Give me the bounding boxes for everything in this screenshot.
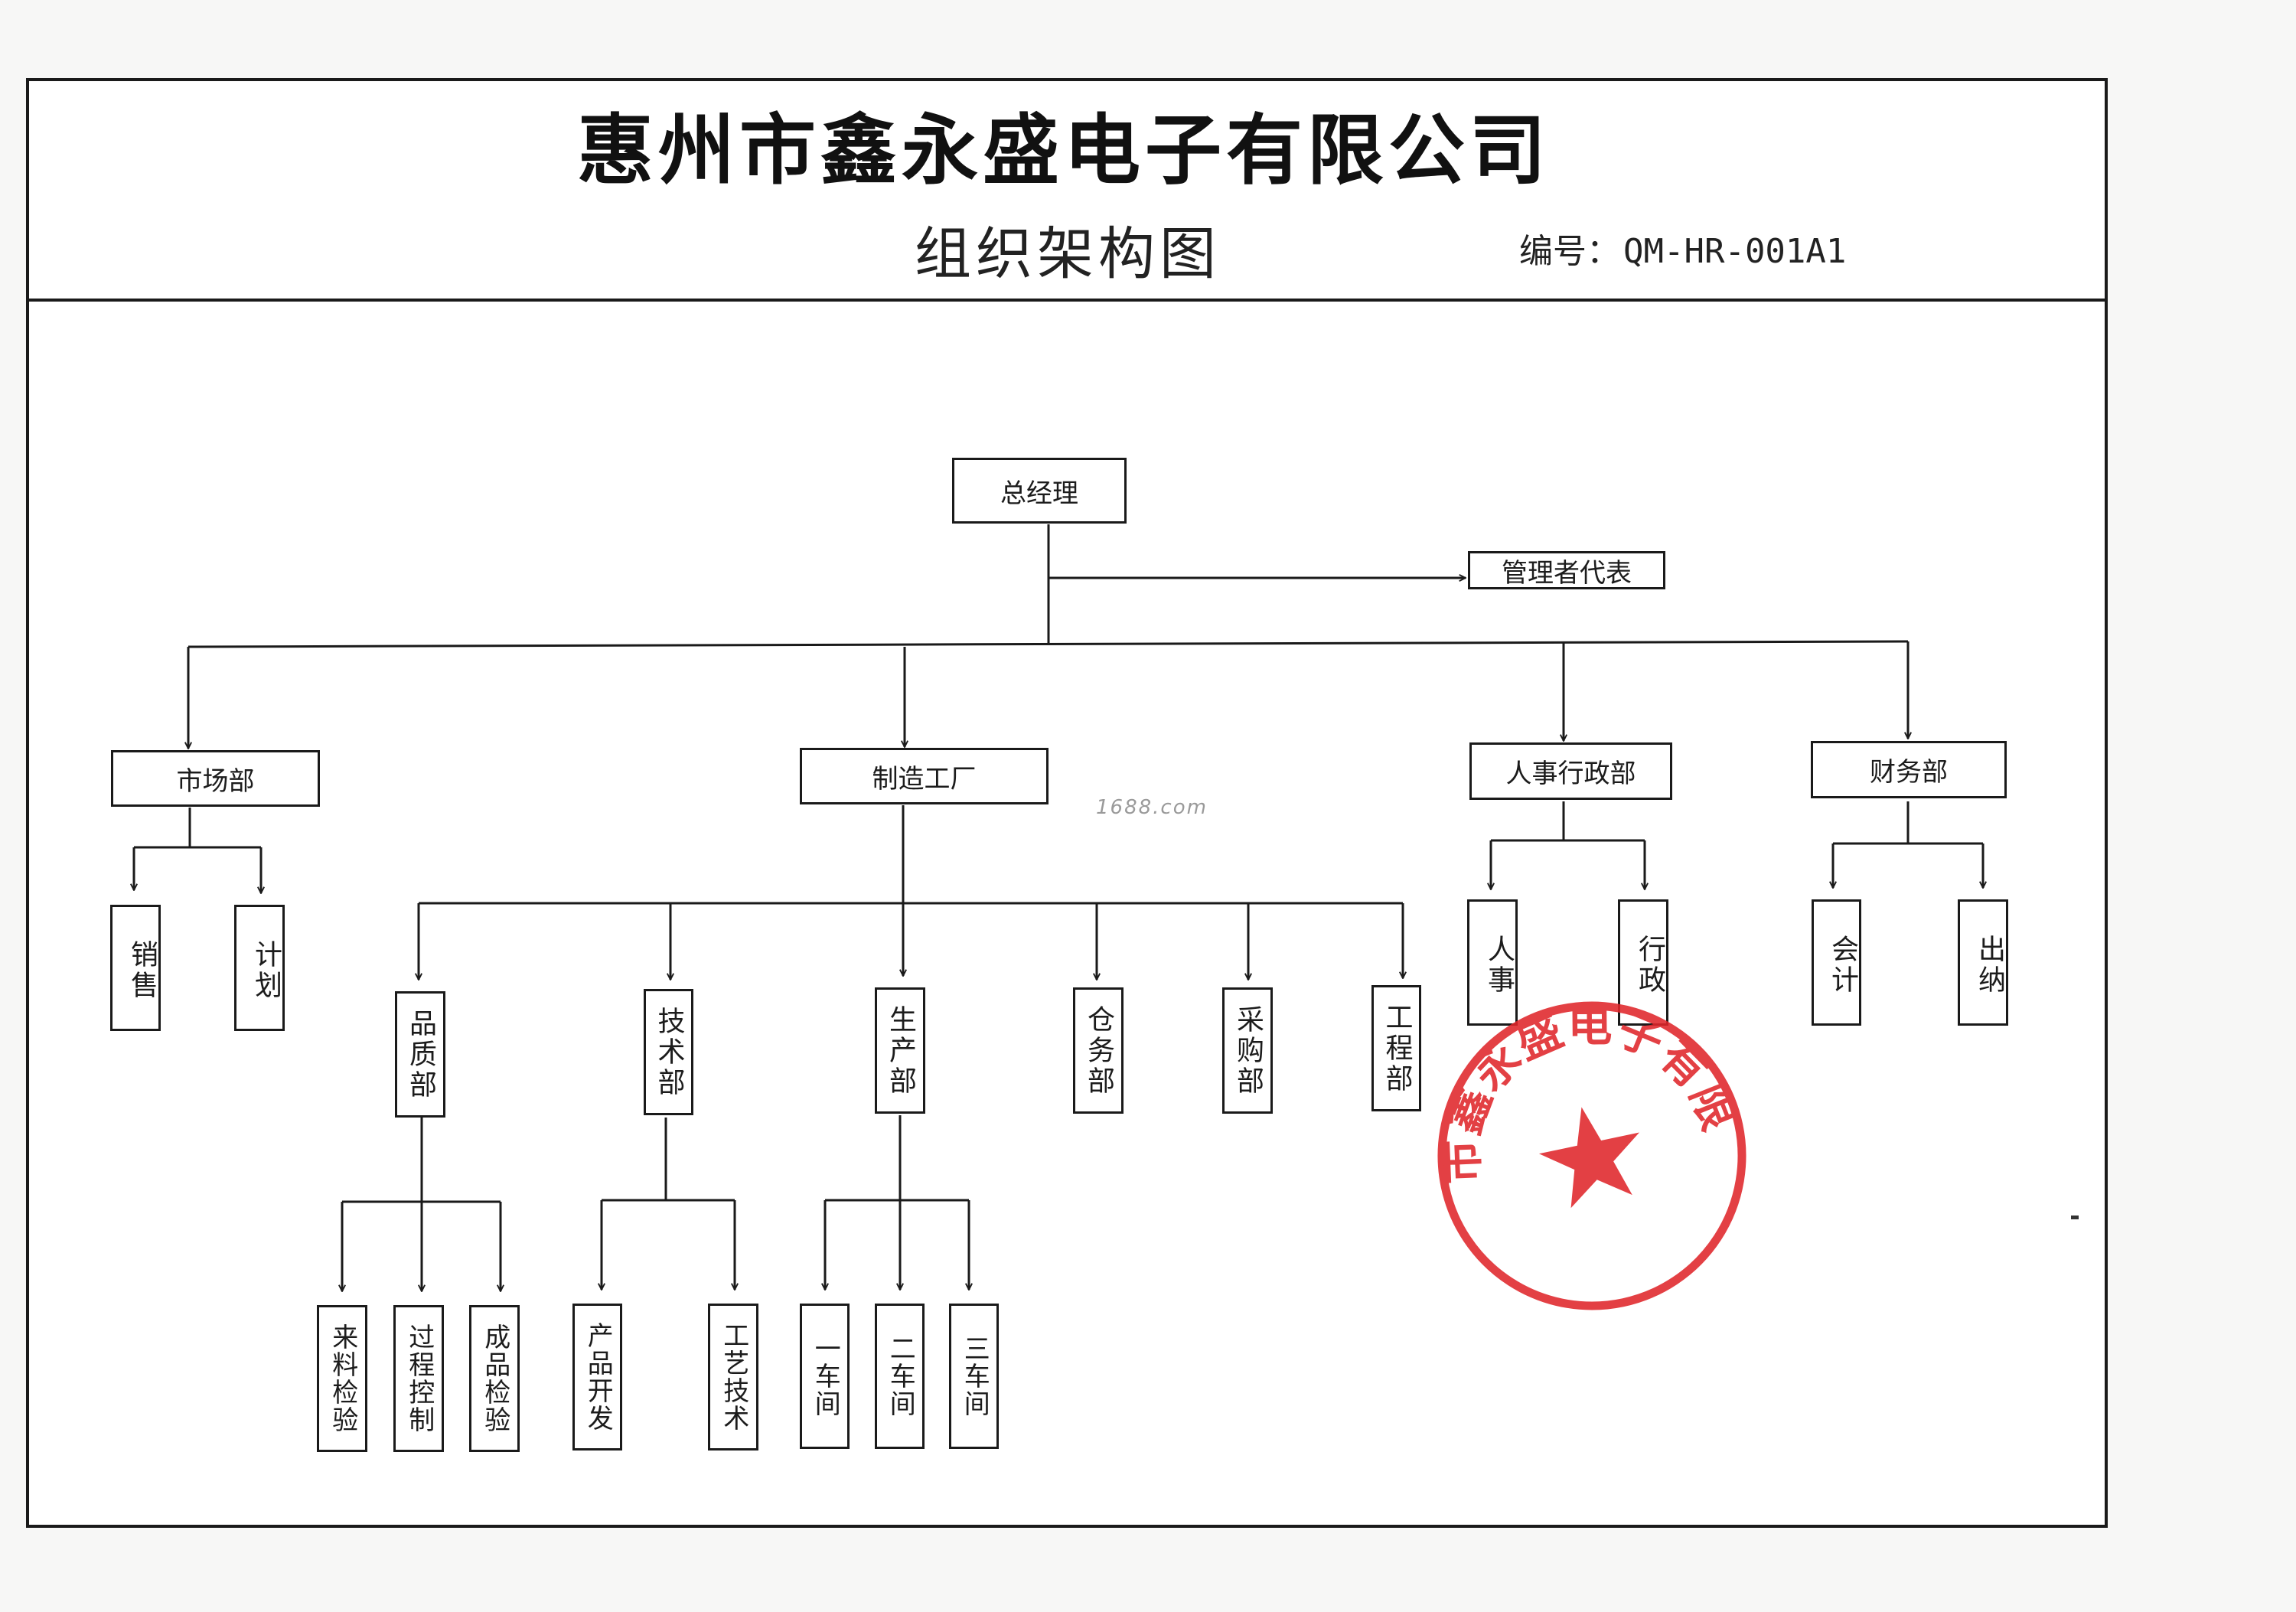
box-workshop-1: 一车间 xyxy=(800,1304,850,1449)
box-hr-admin-dept: 人事行政部 xyxy=(1469,742,1672,800)
company-seal-stamp: 惠州市鑫永盛电子有限公司 xyxy=(1401,965,1747,1310)
box-product-development: 产品开发 xyxy=(572,1304,622,1450)
seal-star-icon xyxy=(1538,1107,1640,1209)
box-accounting: 会计 xyxy=(1812,899,1861,1026)
document-number: 编号：QM-HR-001A1 xyxy=(1519,224,1846,272)
box-process-control: 过程控制 xyxy=(393,1305,444,1452)
document-number-value: QM-HR-001A1 xyxy=(1623,232,1847,271)
box-planning: 计划 xyxy=(234,905,285,1031)
header-divider xyxy=(26,299,2108,302)
box-management-representative: 管理者代表 xyxy=(1468,551,1665,589)
watermark: 1688.com xyxy=(1096,796,1208,819)
box-quality-dept: 品质部 xyxy=(395,991,445,1118)
box-sales: 销售 xyxy=(110,905,161,1031)
box-workshop-2: 二车间 xyxy=(875,1304,925,1449)
box-general-manager: 总经理 xyxy=(952,458,1127,524)
company-name: 惠州市鑫永盛电子有限公司 xyxy=(577,106,1551,195)
box-workshop-3: 三车间 xyxy=(949,1304,999,1449)
box-manufacturing-factory: 制造工厂 xyxy=(800,748,1049,804)
box-cashier: 出纳 xyxy=(1958,899,2008,1026)
box-purchasing-dept: 采购部 xyxy=(1222,987,1273,1114)
box-production-dept: 生产部 xyxy=(875,987,925,1114)
box-final-inspection: 成品检验 xyxy=(469,1305,520,1452)
box-process-technology: 工艺技术 xyxy=(708,1304,758,1450)
box-warehouse-dept: 仓务部 xyxy=(1073,987,1124,1114)
document-number-label: 编号： xyxy=(1519,232,1620,271)
document-frame xyxy=(26,78,2108,1528)
box-administration: 行政 xyxy=(1618,899,1668,1026)
chart-title: 组织架构图 xyxy=(915,221,1221,287)
box-finance-dept: 财务部 xyxy=(1811,741,2007,798)
scan-artifact xyxy=(2071,1216,2079,1219)
box-technology-dept: 技术部 xyxy=(644,989,693,1115)
box-market-dept: 市场部 xyxy=(111,750,320,807)
box-engineering-dept: 工程部 xyxy=(1371,985,1421,1111)
box-personnel: 人事 xyxy=(1467,899,1518,1026)
box-incoming-inspection: 来料检验 xyxy=(317,1305,367,1452)
